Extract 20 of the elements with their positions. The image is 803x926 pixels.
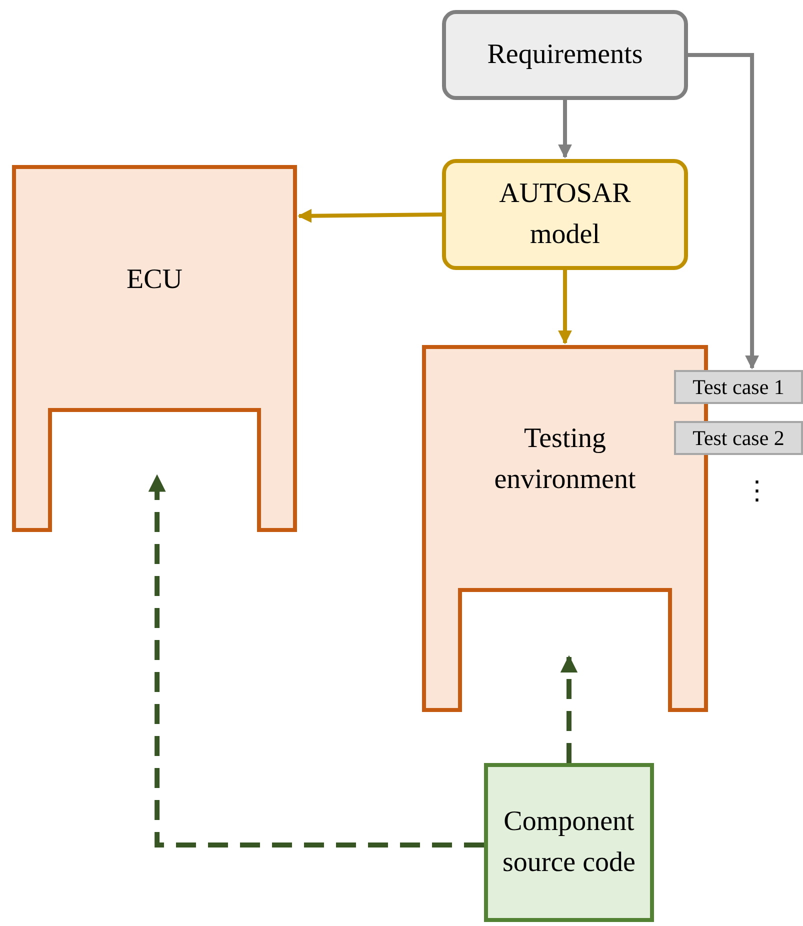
arrow [560,655,578,763]
node-label: ECU [126,262,182,297]
node-label: Component source code [502,804,636,880]
arrow [298,208,442,223]
ellipsis: ⋮ [744,478,770,504]
source-code-box [484,763,654,922]
node-label: Test case 2 [692,424,784,452]
test-case-box [674,370,803,404]
node-label: Testing environment [493,422,637,497]
test-case-box [674,421,803,455]
model-box [442,159,688,270]
u-shaped-block [12,165,297,532]
arrow [558,100,572,158]
arrow [148,474,484,848]
requirements-box [442,10,688,100]
node-label: AUTOSAR model [498,176,632,252]
arrow [558,270,572,344]
node-label: Test case 1 [692,374,784,401]
arrow [688,53,760,370]
node-label: Requirements [487,38,643,72]
